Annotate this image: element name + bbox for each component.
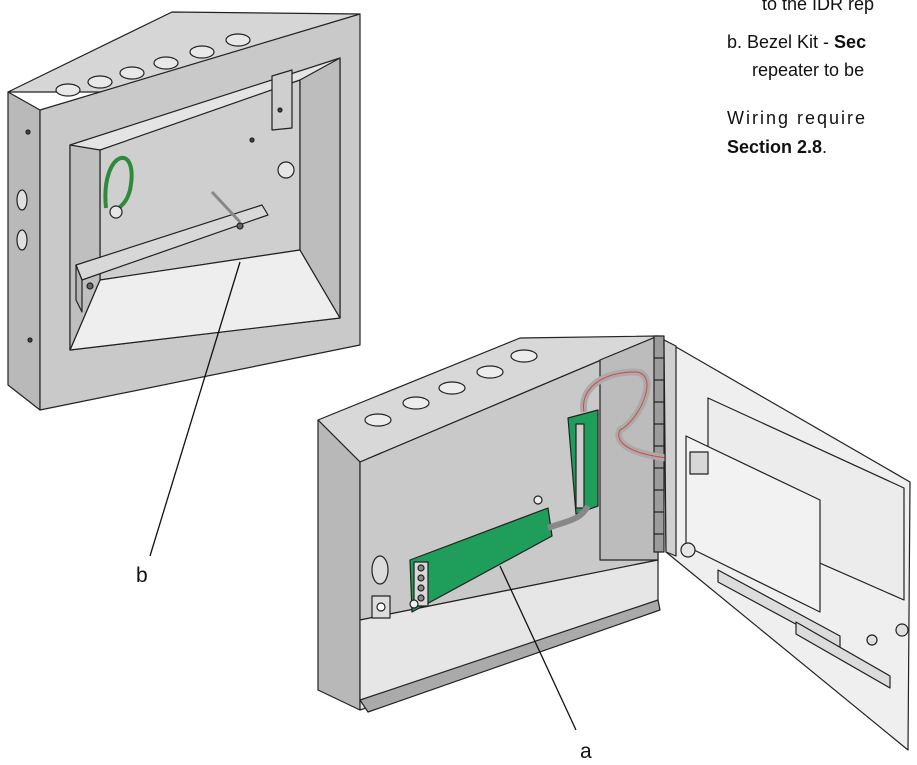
enclosure xyxy=(317,335,665,713)
text-line-repeater: repeater to be xyxy=(752,60,865,80)
leader-line-b xyxy=(149,261,241,557)
text-line-idr: to the IDR rep xyxy=(762,0,875,14)
callout-b: b xyxy=(136,564,148,587)
back-box xyxy=(7,11,361,411)
wiring-section-ref: Section 2.8 xyxy=(727,137,823,157)
leader-line-a xyxy=(499,565,577,731)
circuit-boards xyxy=(409,368,701,613)
text-line-wiring: Wiring require xyxy=(727,108,868,128)
bezel-kit-section-ref: Sec xyxy=(834,32,867,52)
enclosure-door xyxy=(663,339,911,751)
callout-a: a xyxy=(580,740,592,763)
text-line-section-ref: Section 2.8. xyxy=(727,133,827,161)
bezel-kit-label: b. Bezel Kit - xyxy=(727,32,835,52)
wiring-period: . xyxy=(822,137,828,157)
text-line-bezel-kit: b. Bezel Kit - Sec xyxy=(727,28,866,56)
